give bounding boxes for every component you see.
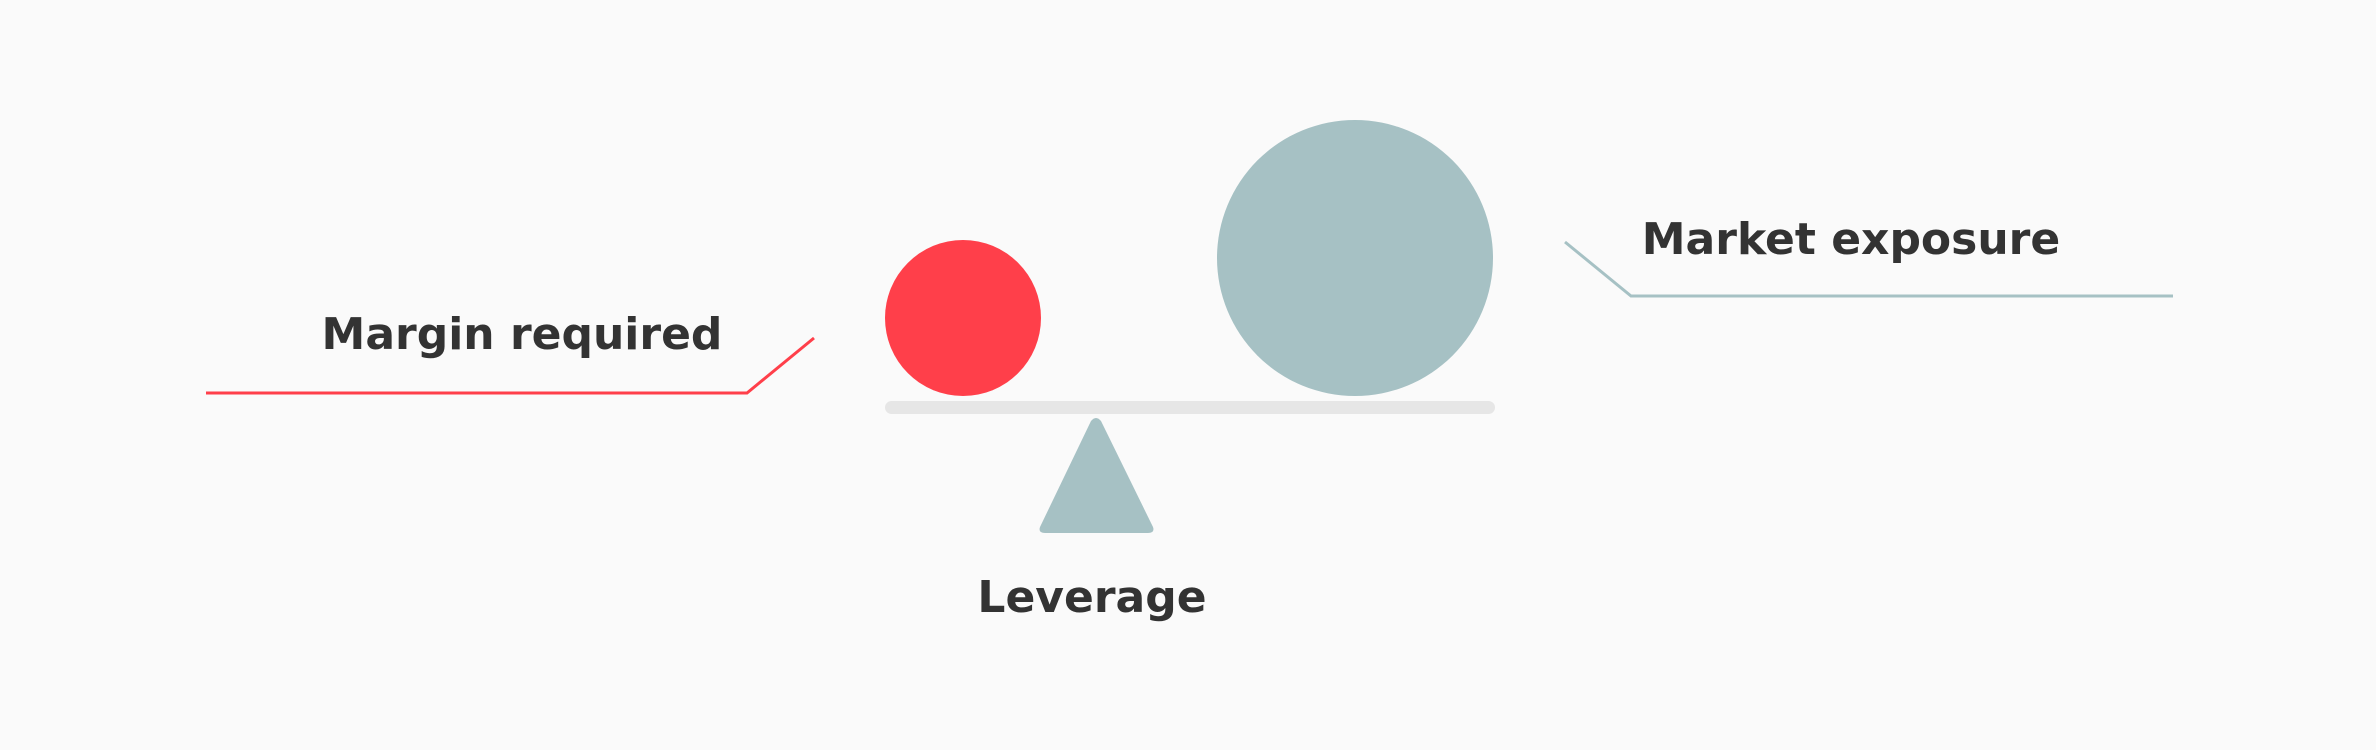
margin-required-label: Margin required bbox=[322, 309, 723, 360]
exposure-ball bbox=[1217, 120, 1493, 396]
market-exposure-label: Market exposure bbox=[1642, 214, 2060, 265]
fulcrum-triangle bbox=[1039, 418, 1154, 533]
margin-callout-line bbox=[206, 336, 815, 395]
margin-ball bbox=[885, 240, 1041, 396]
leverage-label: Leverage bbox=[977, 572, 1206, 623]
exposure-callout-line bbox=[1564, 240, 2173, 298]
balance-beam bbox=[885, 401, 1495, 414]
